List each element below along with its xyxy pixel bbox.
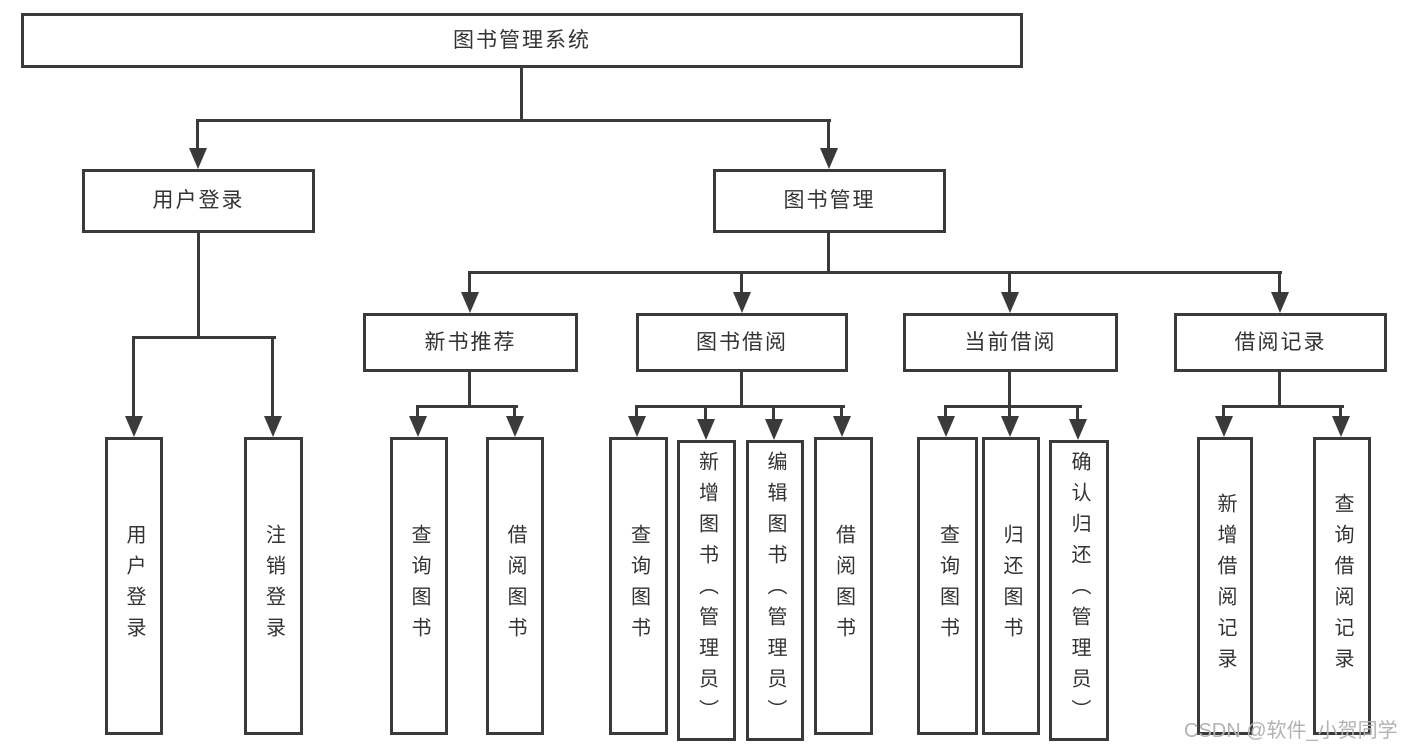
node-leaf-borrow-books: 借阅图书: [486, 437, 544, 735]
connector-line: [197, 119, 831, 122]
arrow-down-icon: [936, 405, 955, 437]
arrow-down-icon: [1000, 271, 1019, 313]
arrow-down-icon: [732, 271, 751, 313]
connector-line: [635, 405, 845, 408]
node-leaf-query-books: 查询图书: [609, 437, 668, 735]
node-leaf-add-borrow-record: 新增借阅记录: [1197, 437, 1253, 735]
arrow-down-icon: [505, 405, 524, 437]
arrow-down-icon: [832, 405, 851, 437]
node-book-branch: 图书管理: [713, 169, 946, 233]
node-group-current-borrow: 当前借阅: [903, 313, 1118, 372]
arrow-down-icon: [1000, 405, 1019, 437]
watermark: CSDN @软件_小贺同学: [1184, 720, 1398, 742]
connector-line: [740, 371, 743, 408]
connector-line: [945, 405, 1082, 408]
connector-line: [1008, 371, 1011, 408]
node-leaf-logout: 注销登录: [244, 437, 303, 735]
node-group-new-books: 新书推荐: [363, 313, 578, 372]
arrow-down-icon: [124, 336, 143, 437]
connector-line: [520, 68, 523, 122]
arrow-down-icon: [460, 271, 479, 313]
node-group-borrow-records: 借阅记录: [1174, 313, 1387, 372]
node-group-book-borrow: 图书借阅: [636, 313, 848, 372]
connector-line: [468, 371, 471, 408]
node-leaf-return-books: 归还图书: [982, 437, 1040, 735]
connector-line: [1223, 405, 1344, 408]
node-leaf-confirm-return-admin: 确认归还（管理员）: [1049, 440, 1109, 741]
node-root: 图书管理系统: [21, 13, 1023, 68]
arrow-down-icon: [408, 405, 427, 437]
node-leaf-borrow-books: 借阅图书: [814, 437, 873, 735]
connector-line: [417, 405, 518, 408]
arrow-down-icon: [627, 405, 646, 437]
arrow-down-icon: [1214, 405, 1233, 437]
arrow-down-icon: [1270, 271, 1289, 313]
connector-line: [1278, 371, 1281, 408]
arrow-down-icon: [1331, 405, 1350, 437]
node-leaf-query-books: 查询图书: [390, 437, 448, 735]
arrow-down-icon: [188, 119, 207, 169]
connector-line: [133, 336, 276, 339]
arrow-down-icon: [819, 119, 838, 169]
node-leaf-user-login: 用户登录: [105, 437, 163, 735]
node-user-branch: 用户登录: [82, 169, 315, 233]
node-leaf-edit-books-admin: 编辑图书（管理员）: [746, 440, 804, 741]
arrow-down-icon: [1068, 405, 1087, 440]
connector-line: [827, 232, 830, 274]
arrow-down-icon: [764, 405, 783, 440]
arrow-down-icon: [696, 405, 715, 440]
node-leaf-add-books-admin: 新增图书（管理员）: [677, 440, 736, 741]
connector-line: [197, 232, 200, 339]
node-leaf-query-borrow-record: 查询借阅记录: [1313, 437, 1371, 735]
arrow-down-icon: [263, 336, 282, 437]
connector-line: [468, 271, 1282, 274]
node-leaf-query-books: 查询图书: [917, 437, 978, 735]
